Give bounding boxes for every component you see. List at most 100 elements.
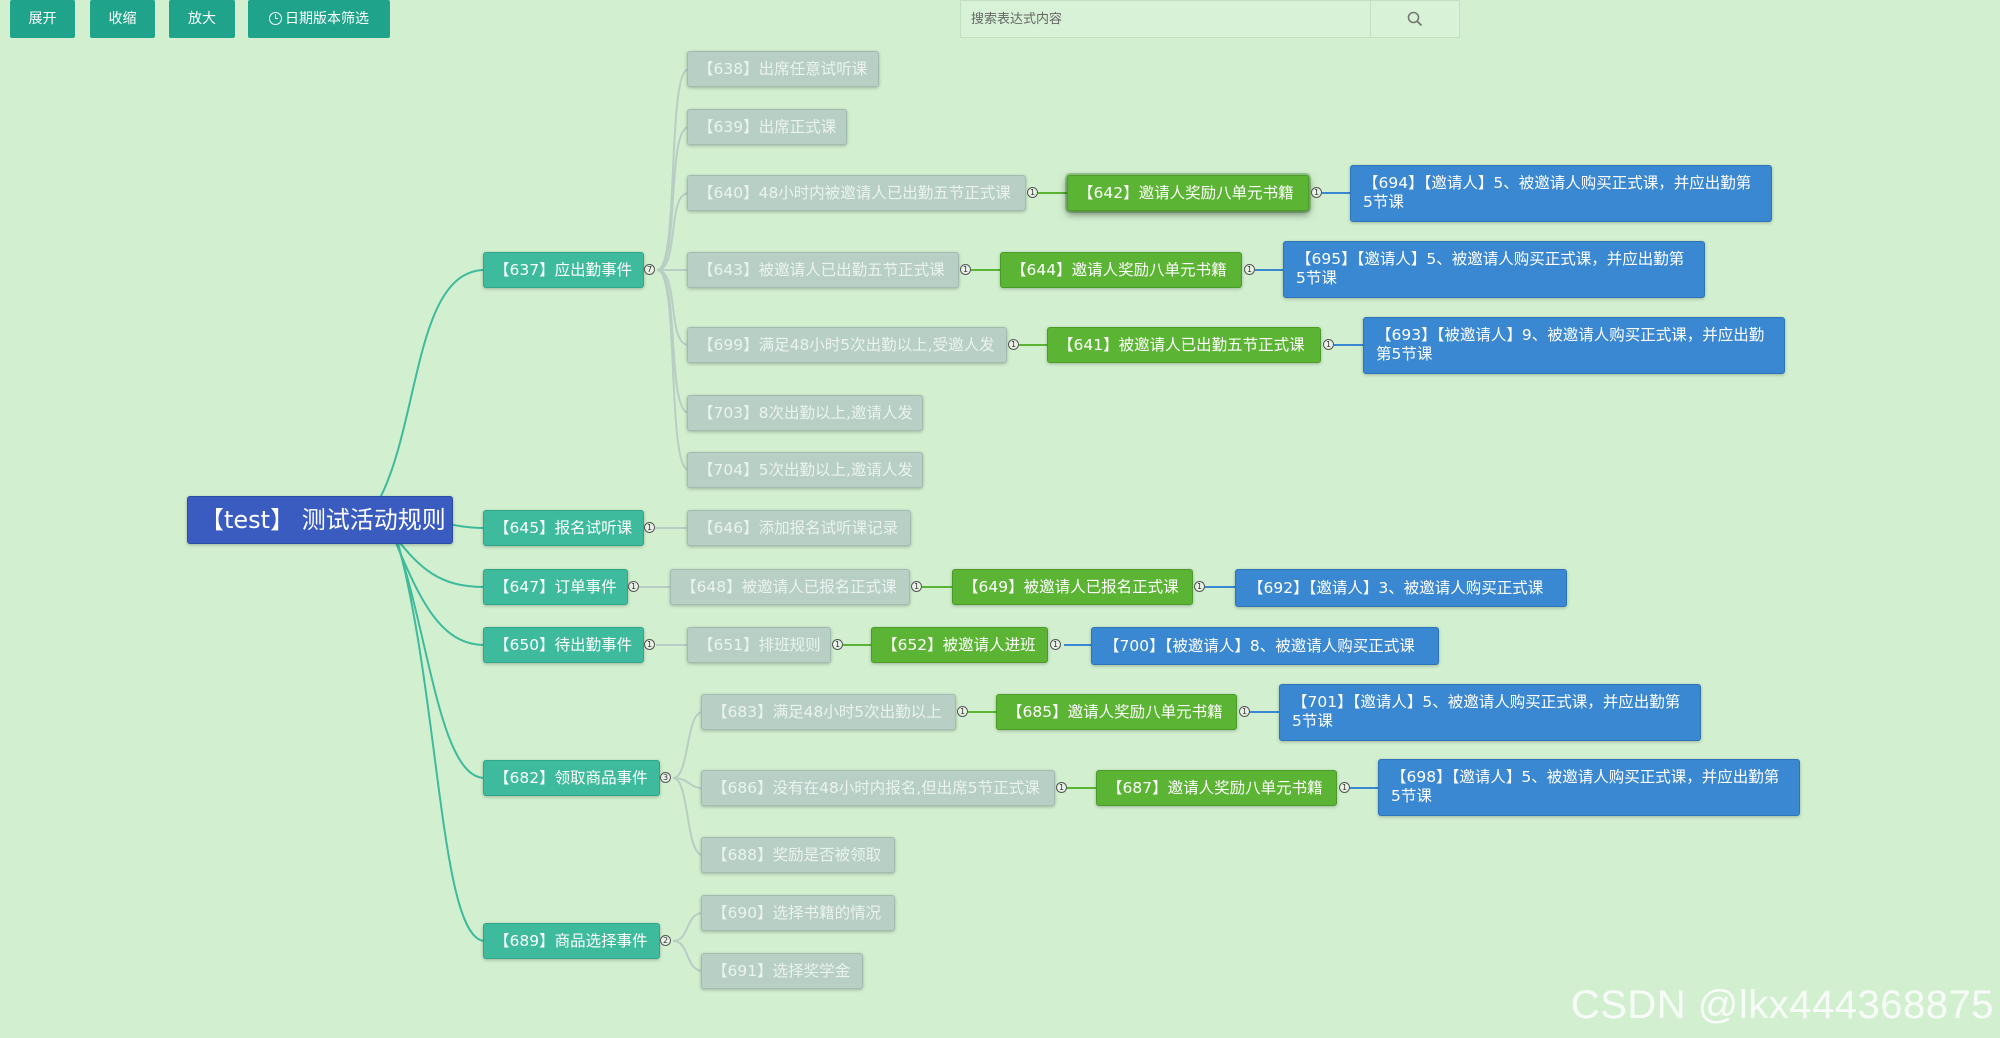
node-645-label: 【645】报名试听课: [494, 519, 633, 537]
expand-toggle-651[interactable]: 1: [832, 639, 843, 650]
node-642-label: 【642】邀请人奖励八单元书籍: [1078, 184, 1294, 202]
node-682-label: 【682】领取商品事件: [494, 769, 648, 787]
node-640-label: 【640】48小时内被邀请人已出勤五节正式课: [698, 184, 1011, 202]
node-685-label: 【685】邀请人奖励八单元书籍: [1007, 703, 1223, 721]
zoom-in-button[interactable]: 放大: [169, 0, 235, 38]
expand-toggle-687[interactable]: 1: [1339, 782, 1350, 793]
expand-button[interactable]: 展开: [10, 0, 75, 38]
node-646[interactable]: 【646】添加报名试听课记录: [687, 510, 911, 546]
root-node[interactable]: 【test】 测试活动规则: [187, 496, 453, 544]
node-641[interactable]: 【641】被邀请人已出勤五节正式课: [1047, 327, 1321, 363]
node-642[interactable]: 【642】邀请人奖励八单元书籍: [1067, 175, 1309, 211]
node-644[interactable]: 【644】邀请人奖励八单元书籍: [1000, 252, 1242, 288]
node-648-label: 【648】被邀请人已报名正式课: [681, 578, 897, 596]
node-701[interactable]: 【701】【邀请人】5、被邀请人购买正式课，并应出勤第5节课: [1279, 684, 1701, 741]
expand-toggle-649[interactable]: 1: [1194, 581, 1205, 592]
node-689[interactable]: 【689】商品选择事件: [483, 923, 660, 959]
expand-toggle-648[interactable]: 1: [911, 581, 922, 592]
root-node-label: 【test】 测试活动规则: [200, 506, 446, 534]
expand-toggle-644[interactable]: 1: [1244, 264, 1255, 275]
collapse-button[interactable]: 收缩: [90, 0, 155, 38]
node-682[interactable]: 【682】领取商品事件: [483, 760, 660, 796]
node-703-label: 【703】8次出勤以上,邀请人发: [698, 404, 913, 422]
expand-toggle-637[interactable]: 7: [644, 264, 655, 275]
search-button[interactable]: [1370, 1, 1459, 37]
node-693-label: 【693】【被邀请人】9、被邀请人购买正式课，并应出勤第5节课: [1376, 326, 1765, 363]
expand-toggle-689[interactable]: 2: [660, 935, 671, 946]
expand-toggle-685[interactable]: 1: [1239, 706, 1250, 717]
node-651[interactable]: 【651】排班规则: [687, 627, 831, 663]
node-698[interactable]: 【698】【邀请人】5、被邀请人购买正式课，并应出勤第5节课: [1378, 759, 1800, 816]
expand-toggle-699[interactable]: 1: [1008, 339, 1019, 350]
node-640[interactable]: 【640】48小时内被邀请人已出勤五节正式课: [687, 175, 1026, 211]
node-700-label: 【700】【被邀请人】8、被邀请人购买正式课: [1104, 636, 1415, 655]
node-638[interactable]: 【638】出席任意试听课: [687, 51, 879, 87]
clock-icon: [269, 12, 282, 25]
node-683-label: 【683】满足48小时5次出勤以上: [712, 703, 942, 721]
search-bar: [960, 0, 1460, 38]
expand-toggle-645[interactable]: 1: [644, 522, 655, 533]
node-700[interactable]: 【700】【被邀请人】8、被邀请人购买正式课: [1091, 627, 1439, 665]
expand-toggle-652[interactable]: 1: [1050, 639, 1061, 650]
expand-toggle-641[interactable]: 1: [1323, 339, 1334, 350]
node-695[interactable]: 【695】【邀请人】5、被邀请人购买正式课，并应出勤第5节课: [1283, 241, 1705, 298]
node-701-label: 【701】【邀请人】5、被邀请人购买正式课，并应出勤第5节课: [1292, 693, 1681, 730]
node-690[interactable]: 【690】选择书籍的情况: [701, 895, 895, 931]
search-icon: [1407, 11, 1423, 27]
expand-toggle-647[interactable]: 1: [628, 581, 639, 592]
expand-toggle-640[interactable]: 1: [1027, 187, 1038, 198]
node-698-label: 【698】【邀请人】5、被邀请人购买正式课，并应出勤第5节课: [1391, 768, 1780, 805]
node-652-label: 【652】被邀请人进班: [882, 636, 1036, 654]
node-692[interactable]: 【692】【邀请人】3、被邀请人购买正式课: [1235, 569, 1567, 607]
node-685[interactable]: 【685】邀请人奖励八单元书籍: [996, 694, 1237, 730]
node-688[interactable]: 【688】奖励是否被领取: [701, 837, 895, 873]
node-639-label: 【639】出席正式课: [698, 118, 837, 136]
node-646-label: 【646】添加报名试听课记录: [698, 519, 899, 537]
node-690-label: 【690】选择书籍的情况: [712, 904, 882, 922]
node-650[interactable]: 【650】待出勤事件: [483, 627, 644, 663]
expand-toggle-642[interactable]: 1: [1311, 187, 1322, 198]
node-650-label: 【650】待出勤事件: [494, 636, 633, 654]
node-637[interactable]: 【637】应出勤事件: [483, 252, 644, 288]
date-version-filter-button[interactable]: 日期版本筛选: [248, 0, 390, 38]
node-643-label: 【643】被邀请人已出勤五节正式课: [698, 261, 945, 279]
node-645[interactable]: 【645】报名试听课: [483, 510, 644, 546]
expand-toggle-650[interactable]: 1: [644, 639, 655, 650]
watermark: CSDN @lkx444368875: [1570, 983, 1994, 1027]
expand-toggle-682[interactable]: 3: [660, 772, 671, 783]
node-643[interactable]: 【643】被邀请人已出勤五节正式课: [687, 252, 959, 288]
expand-toggle-683[interactable]: 1: [957, 706, 968, 717]
node-704-label: 【704】5次出勤以上,邀请人发: [698, 461, 913, 479]
expand-toggle-643[interactable]: 1: [960, 264, 971, 275]
node-686-label: 【686】没有在48小时内报名,但出席5节正式课: [712, 779, 1040, 797]
node-647[interactable]: 【647】订单事件: [483, 569, 628, 605]
node-638-label: 【638】出席任意试听课: [698, 60, 868, 78]
node-683[interactable]: 【683】满足48小时5次出勤以上: [701, 694, 956, 730]
node-687[interactable]: 【687】邀请人奖励八单元书籍: [1096, 770, 1337, 806]
node-641-label: 【641】被邀请人已出勤五节正式课: [1058, 336, 1305, 354]
node-688-label: 【688】奖励是否被领取: [712, 846, 882, 864]
node-689-label: 【689】商品选择事件: [494, 932, 648, 950]
search-input[interactable]: [961, 1, 1371, 37]
node-686[interactable]: 【686】没有在48小时内报名,但出席5节正式课: [701, 770, 1055, 806]
node-651-label: 【651】排班规则: [698, 636, 821, 654]
node-649-label: 【649】被邀请人已报名正式课: [963, 578, 1179, 596]
node-639[interactable]: 【639】出席正式课: [687, 109, 847, 145]
expand-toggle-686[interactable]: 1: [1056, 782, 1067, 793]
node-699[interactable]: 【699】满足48小时5次出勤以上,受邀人发: [687, 327, 1007, 363]
node-694[interactable]: 【694】【邀请人】5、被邀请人购买正式课，并应出勤第5节课: [1350, 165, 1772, 222]
node-649[interactable]: 【649】被邀请人已报名正式课: [952, 569, 1193, 605]
node-704[interactable]: 【704】5次出勤以上,邀请人发: [687, 452, 923, 488]
node-652[interactable]: 【652】被邀请人进班: [871, 627, 1048, 663]
node-687-label: 【687】邀请人奖励八单元书籍: [1107, 779, 1323, 797]
node-703[interactable]: 【703】8次出勤以上,邀请人发: [687, 395, 923, 431]
node-647-label: 【647】订单事件: [494, 578, 617, 596]
date-filter-label: 日期版本筛选: [285, 11, 369, 27]
node-694-label: 【694】【邀请人】5、被邀请人购买正式课，并应出勤第5节课: [1363, 174, 1752, 211]
node-699-label: 【699】满足48小时5次出勤以上,受邀人发: [698, 336, 995, 354]
node-691[interactable]: 【691】选择奖学金: [701, 953, 863, 989]
node-637-label: 【637】应出勤事件: [494, 261, 633, 279]
node-648[interactable]: 【648】被邀请人已报名正式课: [670, 569, 910, 605]
node-693[interactable]: 【693】【被邀请人】9、被邀请人购买正式课，并应出勤第5节课: [1363, 317, 1785, 374]
